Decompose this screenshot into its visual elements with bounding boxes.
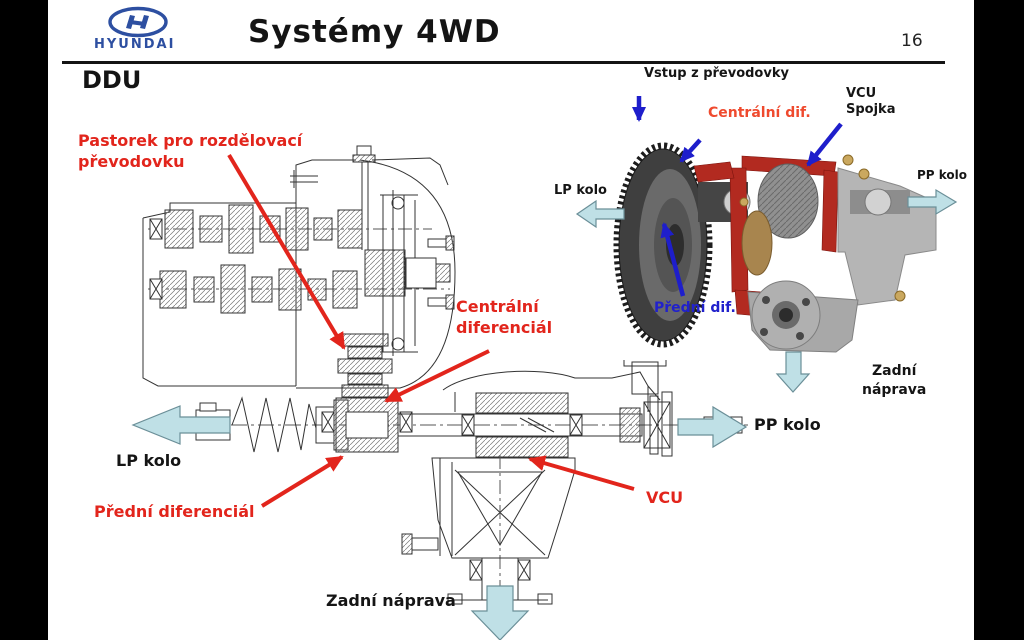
label-pp-wheel: PP kolo [754, 415, 821, 434]
photo-label-lp-wheel: LP kolo [554, 183, 607, 198]
photo-label-input: Vstup z převodovky [644, 66, 789, 81]
front-diff-arrow [260, 455, 344, 508]
lp-wheel-arrow [131, 405, 231, 445]
photo-pp-wheel-arrow [907, 188, 958, 216]
vcu-arrow [528, 455, 635, 491]
red-annotation-arrows [227, 153, 635, 508]
photo-label-front-diff: Přední dif. [654, 300, 736, 316]
central-diff-arrow [384, 349, 490, 403]
section-label: DDU [82, 66, 142, 94]
photo-front-diff-arrow [660, 222, 686, 297]
label-central-diff: Centrální diferenciál [456, 297, 553, 337]
rear-axle-arrow [470, 585, 530, 640]
photo-label-pp-wheel: PP kolo [917, 168, 968, 182]
differential-photo [604, 134, 940, 360]
letterbox-left [0, 0, 48, 640]
page-number: 16 [901, 31, 923, 51]
label-lp-wheel: LP kolo [116, 451, 182, 470]
pinion-arrow [227, 153, 346, 350]
header-rule [62, 61, 945, 64]
slide-title: Systémy 4WD [248, 14, 501, 50]
blue-annotation-arrows [632, 96, 843, 297]
photo-rear-axle-arrow [775, 351, 811, 393]
flow-arrows [131, 405, 748, 640]
photo-lp-wheel-arrow [575, 199, 625, 229]
label-rear-axle-bottom: Zadní náprava [326, 591, 456, 610]
photo-label-vcu-clutch: VCU Spojka [846, 86, 896, 117]
label-pinion: Pastorek pro rozdělovací převodovku [78, 131, 303, 171]
photo-vcu-arrow [806, 122, 843, 167]
letterbox-right [974, 0, 1024, 640]
transmission-drawing [142, 145, 748, 615]
pp-wheel-arrow [677, 405, 748, 449]
label-vcu: VCU [646, 488, 684, 507]
photo-flow-arrows [575, 188, 958, 393]
photo-label-central-diff: Centrální dif. [708, 105, 811, 121]
hyundai-brand-text: HYUNDAI [94, 37, 176, 52]
hyundai-logo-icon [108, 6, 168, 38]
photo-label-rear-axle: Zadní náprava [862, 363, 927, 398]
label-front-diff: Přední diferenciál [94, 502, 255, 521]
photo-central-diff-arrow [679, 138, 702, 163]
